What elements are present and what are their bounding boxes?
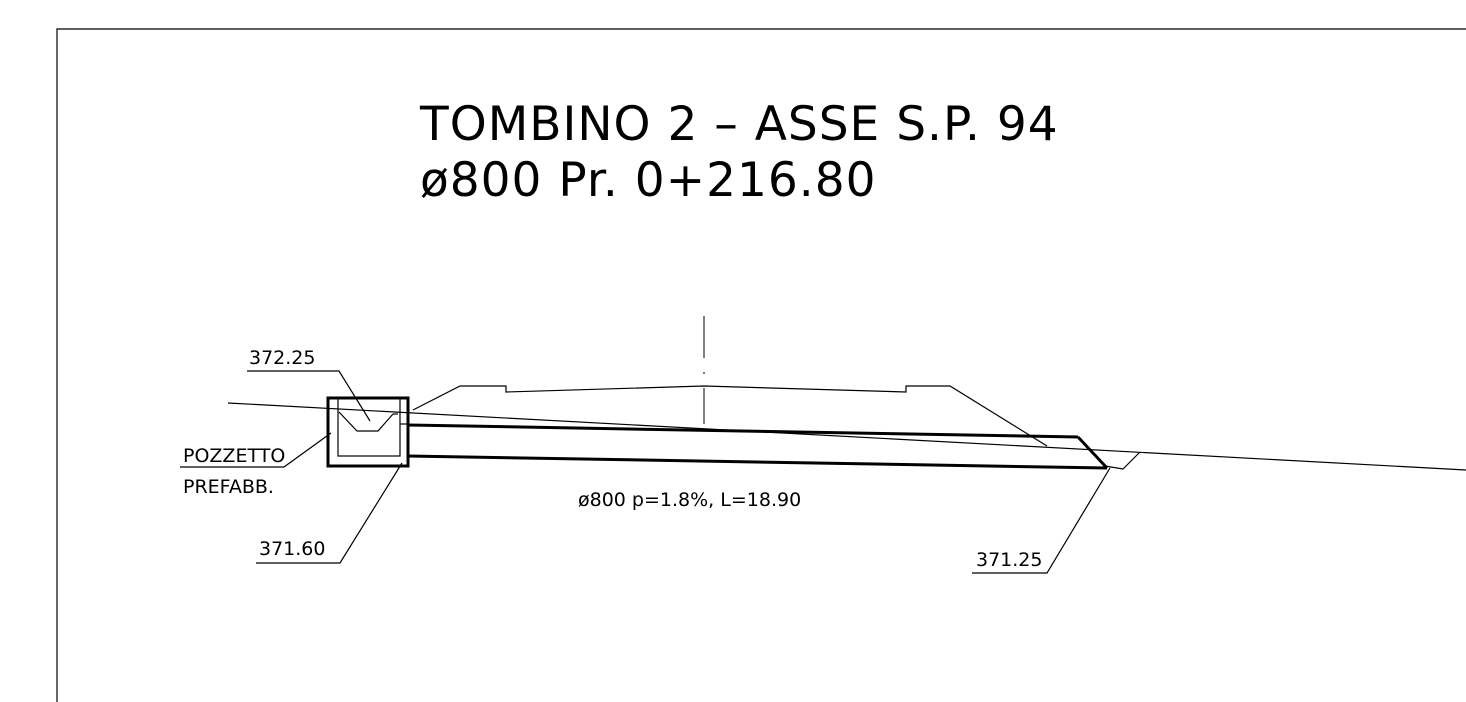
leader-top-elevation: [247, 370, 371, 422]
leader-bottom-elevation: [256, 462, 403, 564]
outlet-ditch: [1104, 451, 1141, 470]
manhole-inner: [337, 397, 401, 457]
label-top-elevation: 372.25: [249, 347, 315, 369]
pipe-bottom-line: [407, 454, 1108, 470]
label-outlet-elevation: 371.25: [976, 549, 1042, 571]
manhole-channel: [338, 411, 394, 432]
leader-outlet-elevation: [972, 467, 1111, 574]
drawing-title: TOMBINO 2 – ASSE S.P. 94: [419, 97, 1059, 152]
label-pipe-spec: ø800 p=1.8%, L=18.90: [578, 489, 801, 511]
pipe-outlet-end: [1076, 435, 1109, 470]
sheet-frame: [56, 28, 1466, 702]
label-manhole-line2: PREFABB.: [183, 476, 274, 498]
label-bottom-elevation: 371.60: [259, 538, 325, 560]
ground-line: [227, 402, 1466, 471]
leader-manhole: [180, 432, 332, 468]
label-manhole-line1: POZZETTO: [183, 445, 285, 467]
drawing-subtitle: ø800 Pr. 0+216.80: [420, 153, 877, 208]
pipe-top-line: [407, 423, 1079, 439]
road-embankment-profile: [412, 385, 1048, 447]
